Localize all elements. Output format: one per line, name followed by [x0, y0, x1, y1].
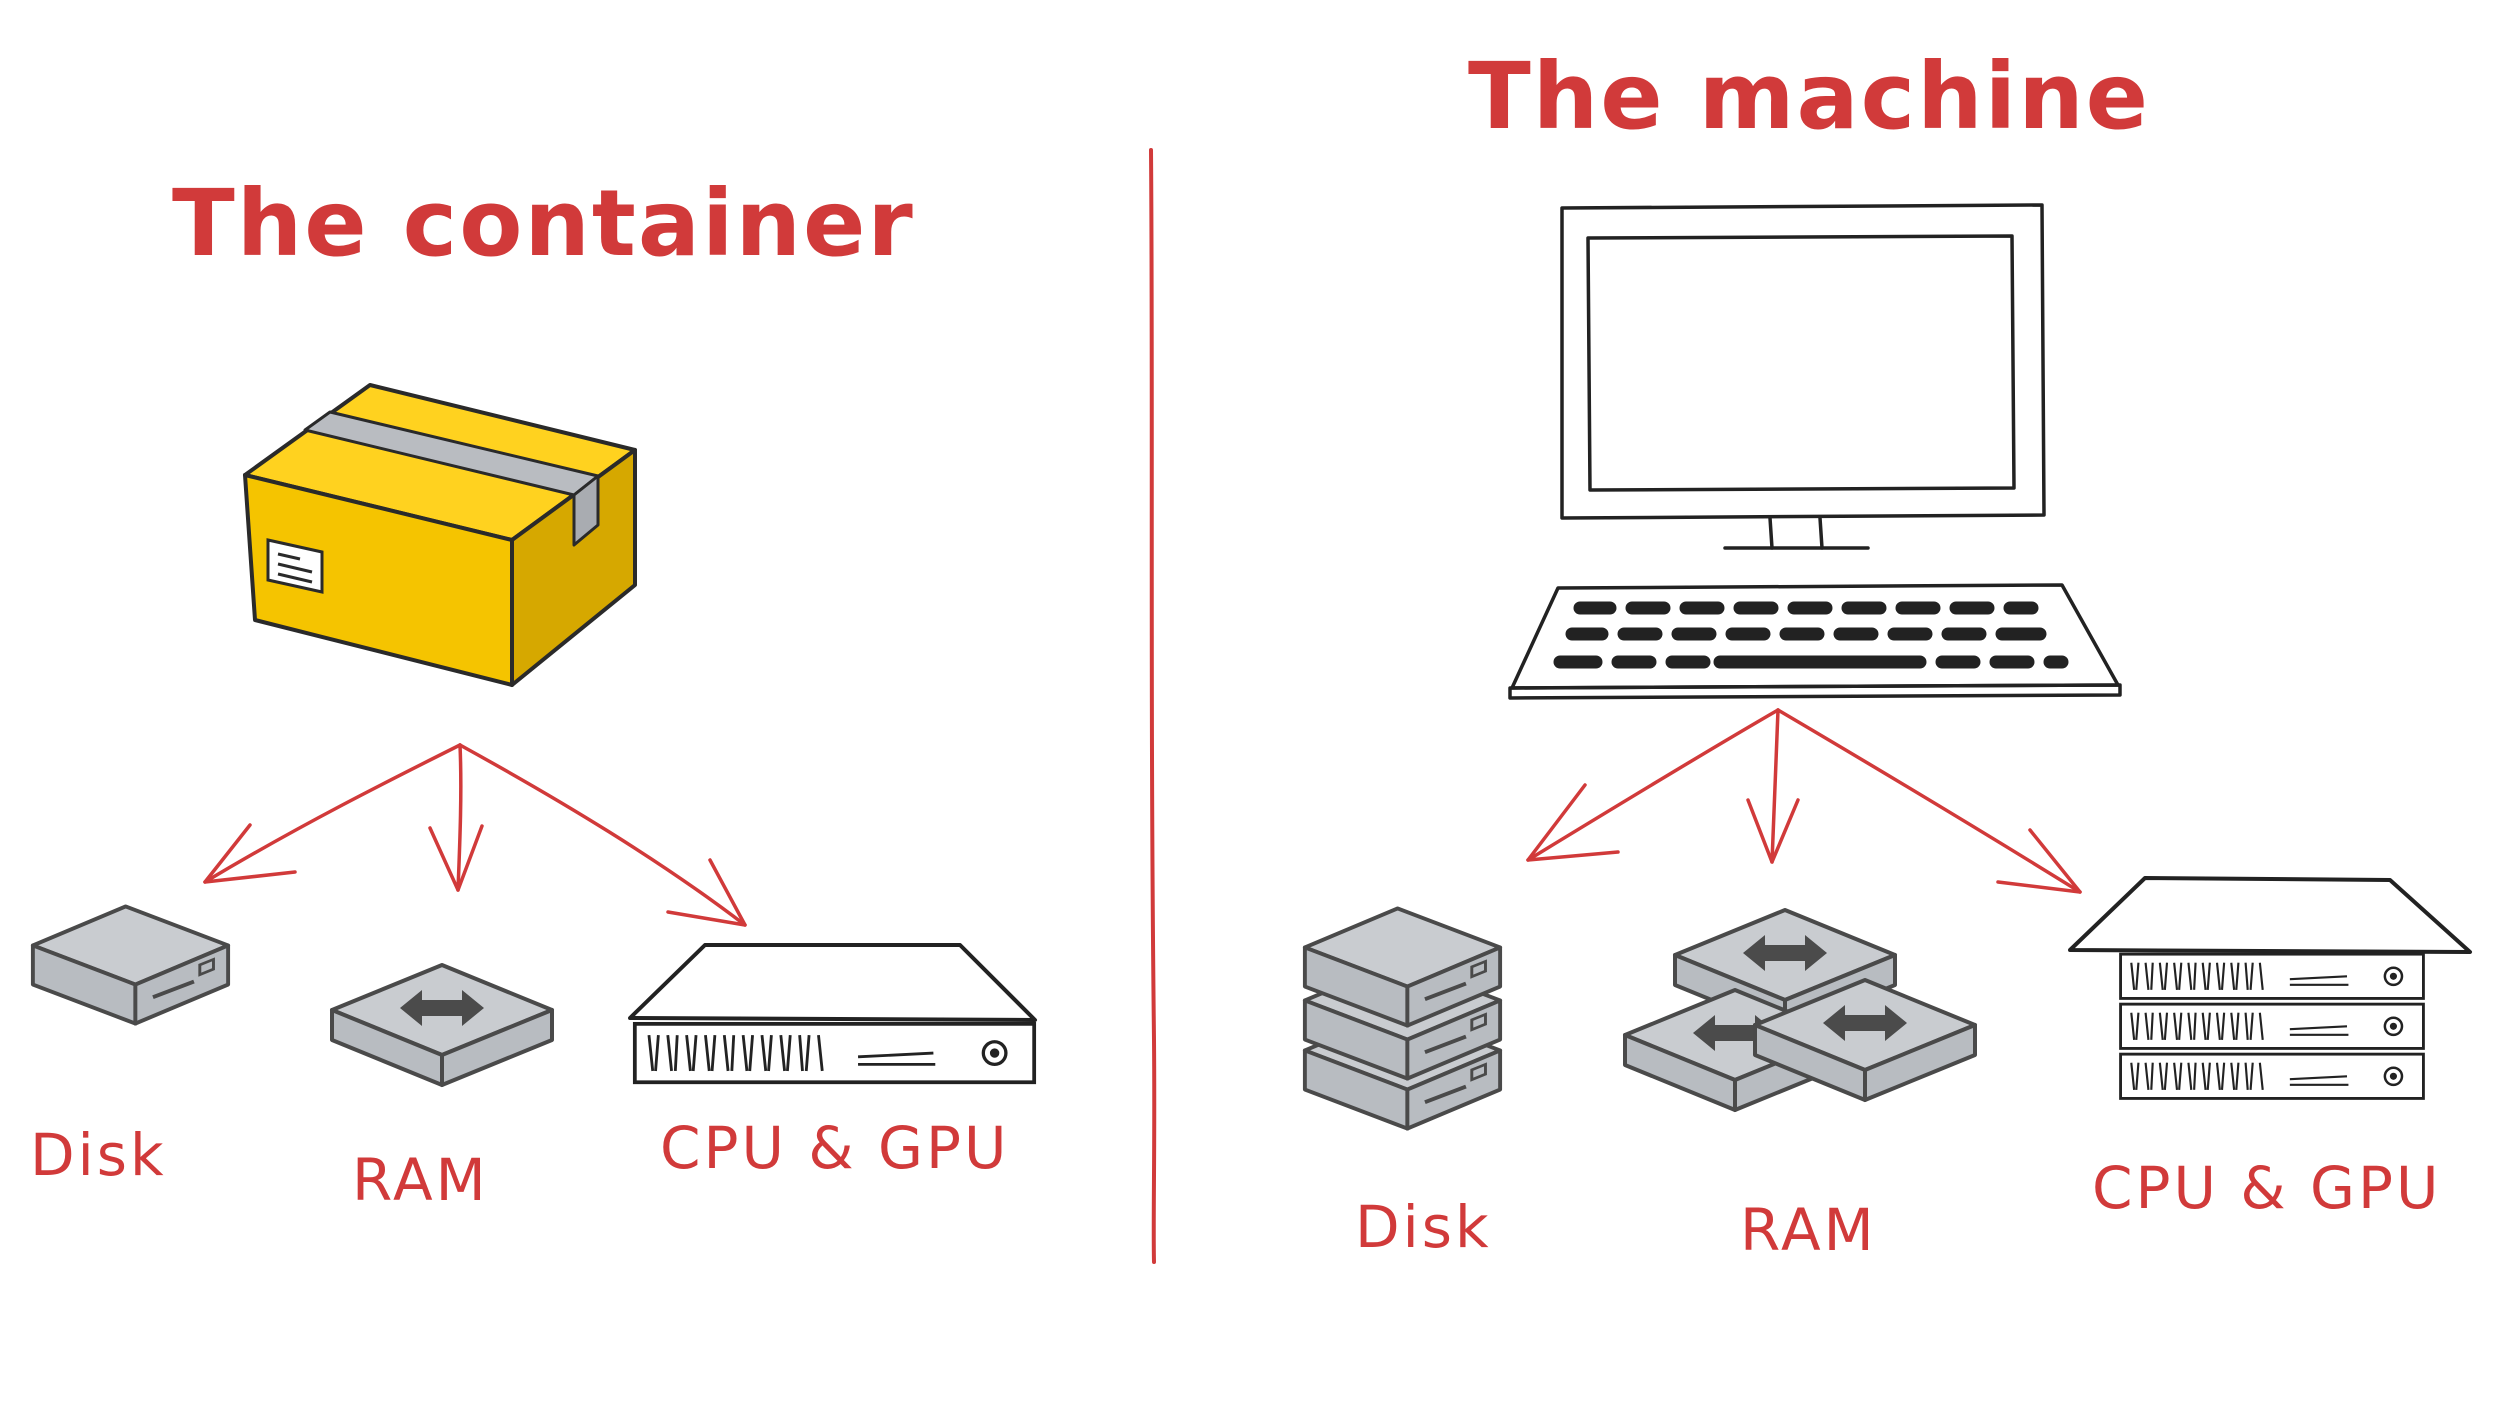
disk-stack-icon [1302, 906, 1503, 1131]
container-arrows [203, 743, 747, 927]
container-disk-label: Disk [30, 1121, 167, 1189]
disk-drive-icon [33, 906, 228, 1023]
cardboard-box-icon [243, 383, 637, 687]
ram-module-icon [332, 965, 552, 1085]
container-ram-label: RAM [352, 1146, 489, 1214]
server-rack-icon [2068, 876, 2472, 1101]
machine-cpu-gpu-label: CPU & GPU [2092, 1154, 2441, 1222]
desktop-computer-icon [1508, 203, 2122, 700]
machine-title: The machine [1468, 43, 2150, 150]
container-title: The container [172, 170, 915, 277]
server-rack-icon [628, 943, 1037, 1082]
machine-disk-label: Disk [1355, 1193, 1492, 1261]
machine-ram-label: RAM [1740, 1196, 1877, 1264]
ram-cluster-icon [1623, 908, 1977, 1112]
machine-arrows [1526, 708, 2082, 894]
container-cpu-gpu-label: CPU & GPU [660, 1114, 1009, 1182]
machine-panel: The machine [1302, 43, 2472, 1264]
panel-divider [1149, 148, 1157, 1264]
container-panel: The container [30, 170, 1037, 1214]
